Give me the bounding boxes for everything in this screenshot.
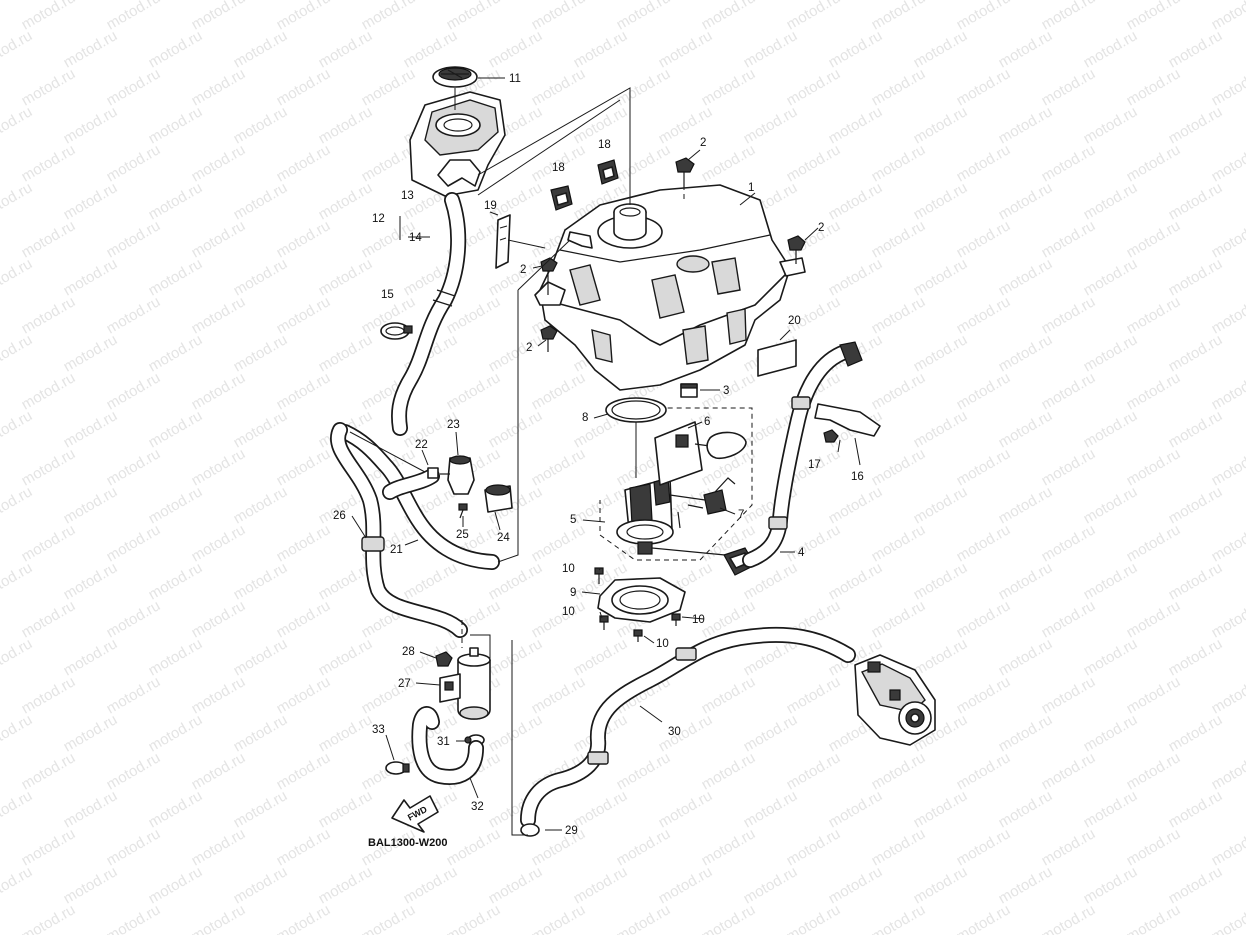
callout-24: 24 (497, 532, 510, 544)
callout-20: 20 (788, 315, 801, 327)
callout-23: 23 (447, 419, 460, 431)
callout-28: 28 (402, 646, 415, 658)
filler-hose-part-12 (391, 192, 467, 436)
clamp-part-29 (520, 823, 540, 837)
callout-32: 32 (471, 801, 484, 813)
callout-30: 30 (668, 726, 681, 738)
callout-10-b: 10 (562, 606, 575, 618)
gasket-part-8 (605, 397, 667, 423)
fuel-sender-part-6 (654, 421, 747, 486)
fuel-hose-part-30 (520, 626, 856, 828)
callout-2-right: 2 (818, 222, 824, 234)
screw-part-10-c (671, 613, 681, 626)
callout-leaders (351, 77, 861, 831)
callout-9: 9 (570, 587, 576, 599)
callout-10-a: 10 (562, 563, 575, 575)
callout-19: 19 (484, 200, 497, 212)
screw-part-25 (458, 503, 468, 519)
callout-8: 8 (582, 412, 588, 424)
callout-10-c: 10 (692, 614, 705, 626)
forward-arrow-icon: FWD (391, 795, 439, 833)
screw-part-10-a (594, 567, 604, 584)
callout-31: 31 (437, 736, 450, 748)
callout-33: 33 (372, 724, 385, 736)
callout-11: 11 (509, 73, 521, 85)
fuel-tank-part-1 (534, 184, 806, 391)
bracket-part-27 (439, 673, 461, 703)
callout-14: 14 (409, 232, 422, 244)
callout-6: 6 (704, 416, 710, 428)
vent-hose-part-21 (337, 424, 500, 570)
callout-22: 22 (415, 439, 428, 451)
throttle-body (854, 654, 936, 746)
callout-15: 15 (381, 289, 394, 301)
bolt-part-28 (435, 651, 453, 667)
bolt-part-2-left-upper (540, 257, 558, 295)
screw-part-10-b (599, 615, 609, 630)
rollover-valve-part-23 (440, 455, 475, 495)
bolt-part-2-right (787, 235, 806, 264)
callout-4: 4 (798, 547, 805, 559)
bracket-part-16 (814, 403, 881, 437)
callout-21: 21 (390, 544, 403, 556)
fuel-filter (457, 647, 491, 720)
callout-27: 27 (398, 678, 411, 690)
callout-29: 29 (565, 825, 578, 837)
fuel-pump-part-5 (616, 477, 726, 556)
screw-part-10-d (633, 629, 643, 642)
callout-5: 5 (570, 514, 576, 526)
drawing-code: BAL1300-W200 (368, 837, 447, 849)
callout-2-top: 2 (700, 137, 706, 149)
clip-part-18-left (550, 185, 573, 211)
callout-2-left-lower: 2 (526, 342, 532, 354)
fuel-pump-outline (599, 407, 753, 561)
callout-12: 12 (372, 213, 385, 225)
callout-13: 13 (401, 190, 414, 202)
joint-part-22 (427, 467, 439, 479)
callout-18-left: 18 (552, 162, 565, 174)
assembly-reference-lines (349, 87, 685, 836)
callout-numbers: 1 2 2 2 2 3 4 5 6 7 8 9 10 10 10 10 11 1… (333, 73, 864, 837)
filler-neck-assembly (409, 91, 506, 197)
callout-25: 25 (456, 529, 469, 541)
callout-2-left-upper: 2 (520, 264, 526, 276)
clip-part-18-right (597, 159, 619, 185)
callout-10-d: 10 (656, 638, 669, 650)
callout-16: 16 (851, 471, 864, 483)
label-part-19 (495, 214, 511, 269)
drain-hose-part-26 (330, 422, 468, 638)
fuel-hose-part-4 (742, 341, 863, 568)
fuel-cap-part-11 (432, 66, 478, 88)
callout-1: 1 (748, 182, 754, 194)
callout-7: 7 (738, 509, 744, 521)
fuel-hose-part-32 (411, 706, 484, 785)
hose-clamp-part-15 (380, 322, 413, 340)
clamp-part-33 (385, 761, 410, 775)
callout-18-right: 18 (598, 139, 611, 151)
callout-26: 26 (333, 510, 346, 522)
bracket-part-24 (484, 484, 513, 513)
bolt-part-2-top (675, 157, 695, 188)
bolt-part-17 (823, 429, 839, 443)
wire-harness-part-7 (677, 477, 736, 529)
bolt-part-2-left-lower (540, 325, 558, 352)
label-part-20 (757, 339, 797, 377)
callout-3: 3 (723, 385, 729, 397)
callout-17: 17 (808, 459, 821, 471)
damper-part-3 (680, 383, 698, 398)
retainer-plate-part-9 (597, 577, 686, 623)
